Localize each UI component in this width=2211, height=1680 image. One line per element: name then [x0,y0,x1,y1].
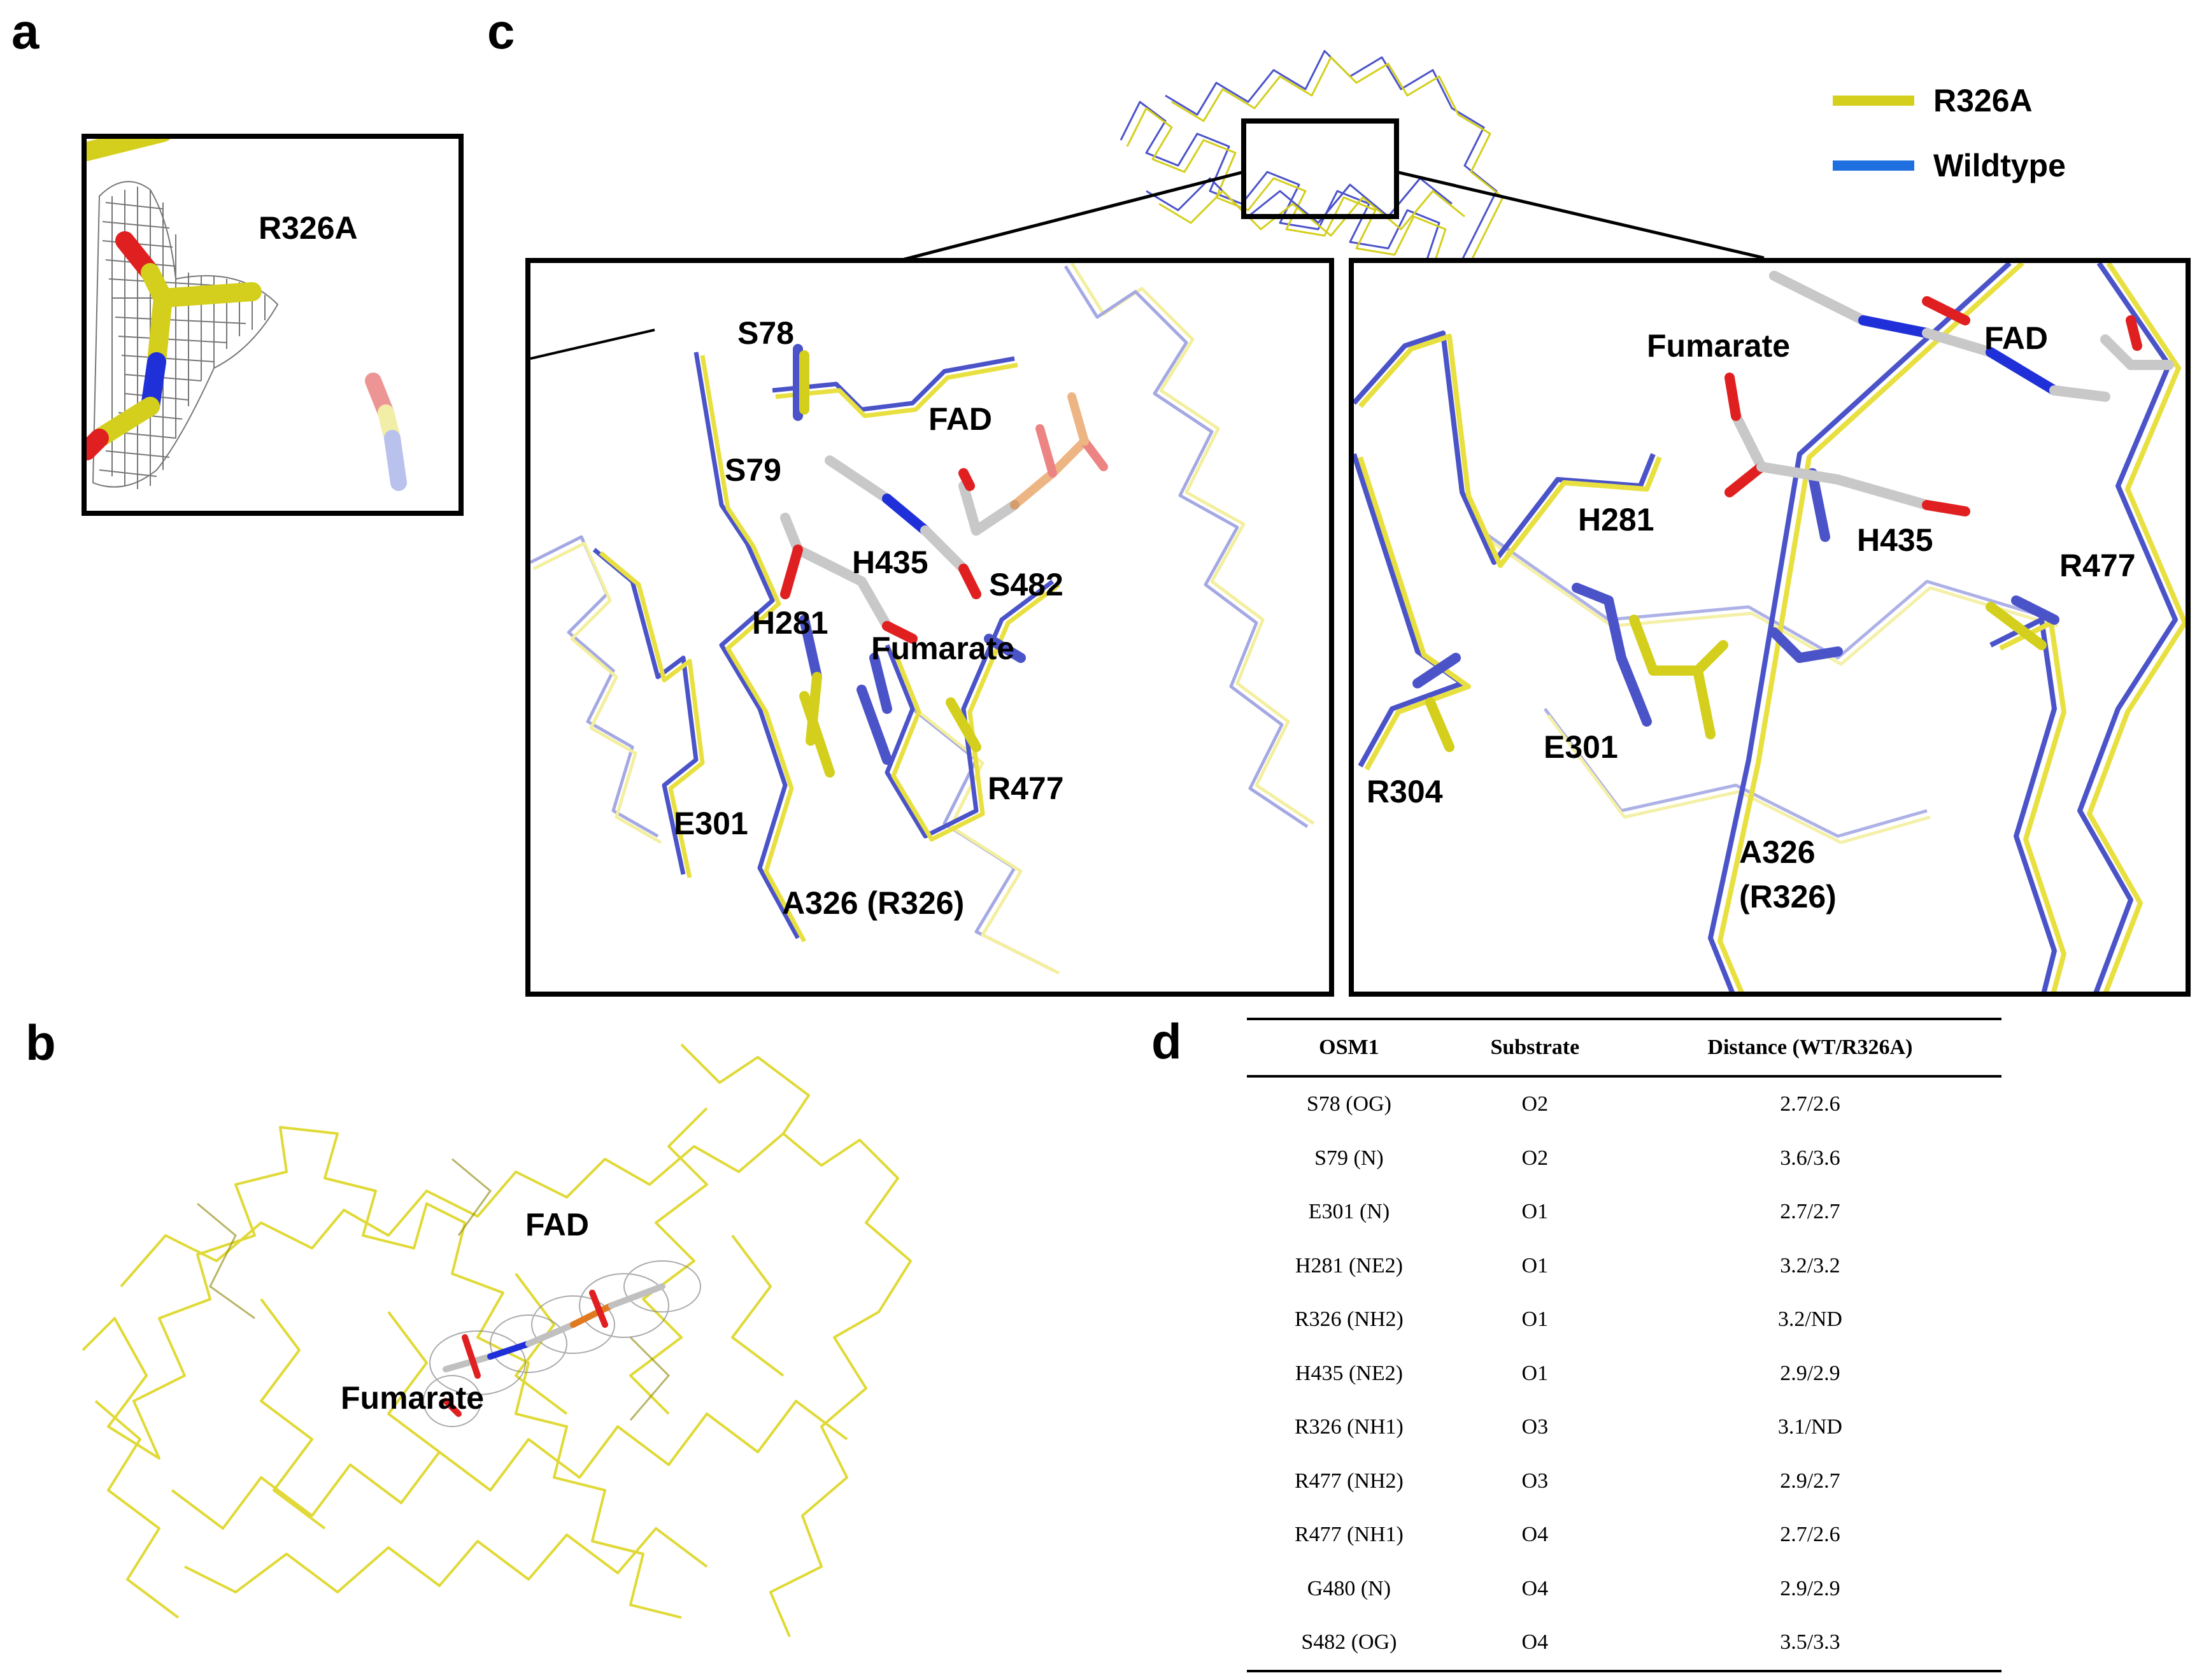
right-label-fad: FAD [1984,320,2048,356]
panel-b-backbone-trace [82,1043,912,1637]
table-cell-osm1: S482 (OG) [1247,1616,1451,1672]
table-cell-osm1: H435 (NE2) [1295,1361,1403,1385]
table-cell-distance: 2.9/2.9 [1780,1361,1840,1385]
panel-c-right-inset: Fumarate FAD H281 H435 R477 E301 R304 A3… [1349,258,2191,997]
table-row: H281 (NE2) O1 3.2/3.2 [1247,1239,2001,1293]
table-cell-substrate: O4 [1451,1616,1619,1672]
table-cell-distance: 3.6/3.6 [1780,1146,1840,1170]
right-label-fumarate: Fumarate [1647,328,1791,364]
table-cell-substrate: O1 [1521,1253,1549,1278]
zoom-box [1241,118,1399,219]
left-label-h435: H435 [852,545,928,580]
panel-a-structure-image [87,139,407,491]
table-cell-distance: 2.9/2.7 [1780,1469,1840,1493]
table-cell-substrate: O1 [1521,1307,1549,1332]
left-label-fumarate: Fumarate [871,630,1015,666]
left-label-a326: A326 (R326) [782,885,965,921]
panel-letter-b: b [25,1014,56,1071]
table-cell-distance: 3.2/3.2 [1780,1253,1840,1278]
table-cell-osm1: S78 (OG) [1306,1092,1391,1116]
table-header-substrate: Substrate [1451,1018,1619,1078]
density-mesh [92,181,279,489]
table-cell-distance: 3.1/ND [1777,1415,1842,1439]
panel-b-structure: FAD Fumarate [70,1043,930,1656]
table-cell-osm1: R326 (NH1) [1294,1415,1404,1439]
panel-b-label-fad: FAD [525,1207,589,1242]
table-cell-distance: 2.7/2.6 [1780,1523,1840,1547]
table-cell-distance: 2.9/2.9 [1780,1576,1840,1600]
table-row: G480 (N) O4 2.9/2.9 [1247,1562,2001,1616]
table-cell-distance: 2.7/2.7 [1780,1200,1840,1224]
legend-label-wildtype: Wildtype [1933,148,2066,183]
left-label-s79: S79 [725,452,781,488]
table-cell-distance: 3.2/ND [1777,1307,1842,1332]
table-row: R477 (NH2) O3 2.9/2.7 [1247,1455,2001,1509]
table-row: S78 (OG) O2 2.7/2.6 [1247,1076,2001,1132]
table-cell-substrate: O1 [1521,1361,1549,1385]
table-cell-substrate: O1 [1521,1200,1549,1224]
left-label-s482: S482 [989,567,1063,602]
left-label-h281: H281 [752,605,828,641]
right-label-h281: H281 [1578,502,1654,537]
panel-letter-d: d [1151,1013,1182,1069]
table-cell-osm1: G480 (N) [1307,1576,1391,1600]
table-row: R326 (NH2) O1 3.2/ND [1247,1293,2001,1347]
left-inset-structure [530,263,1315,975]
table-cell-substrate: O4 [1521,1576,1549,1600]
table-row: S79 (N) O2 3.6/3.6 [1247,1132,2001,1186]
panel-a-structure-box: R326A [82,134,464,516]
table-header-distance: Distance (WT/R326A) [1618,1018,2001,1078]
right-label-h435: H435 [1857,522,1933,558]
table-row: R477 (NH1) O4 2.7/2.6 [1247,1508,2001,1562]
panel-letter-c: c [487,3,515,59]
table-row: R326 (NH1) O3 3.1/ND [1247,1400,2001,1455]
legend-swatch-wildtype [1833,160,1914,171]
table-cell-substrate: O3 [1521,1469,1549,1493]
left-label-r477: R477 [988,771,1064,806]
table-cell-osm1: S79 (N) [1314,1146,1384,1170]
left-label-s78: S78 [737,315,794,351]
table-header-osm1: OSM1 [1247,1018,1451,1078]
table-cell-substrate: O3 [1521,1415,1549,1439]
table-header-row: OSM1 Substrate Distance (WT/R326A) [1247,1018,2001,1078]
table-cell-osm1: H281 (NE2) [1295,1253,1403,1278]
legend-label-r326a: R326A [1933,83,2033,118]
right-label-r304: R304 [1367,774,1443,809]
table-cell-substrate: O4 [1521,1523,1549,1547]
table-cell-substrate: O2 [1521,1146,1549,1170]
table-cell-osm1: R477 (NH1) [1294,1523,1404,1547]
panel-b-label-fumarate: Fumarate [341,1380,485,1416]
table-cell-distance: 2.7/2.6 [1780,1092,1840,1116]
left-label-e301: E301 [674,806,748,841]
right-inset-structure [1354,263,2186,992]
table-row: E301 (N) O1 2.7/2.7 [1247,1185,2001,1239]
panel-a-mutation-label: R326A [259,210,358,246]
right-label-a326-line2: (R326) [1739,879,1837,915]
distance-table: OSM1 Substrate Distance (WT/R326A) S78 (… [1247,1018,2001,1672]
table-cell-osm1: R326 (NH2) [1294,1307,1404,1332]
panel-letter-a: a [11,3,39,59]
table-cell-substrate: O2 [1521,1092,1549,1116]
table-cell-osm1: E301 (N) [1308,1200,1390,1224]
table-row: S482 (OG) O4 3.5/3.3 [1247,1616,2001,1672]
right-label-r477: R477 [2059,548,2136,583]
table-row: H435 (NE2) O1 2.9/2.9 [1247,1347,2001,1401]
right-label-a326-line1: A326 [1739,834,1816,870]
panel-c-left-inset: S78 FAD S79 H435 S482 H281 Fumarate R477… [525,258,1334,997]
left-label-fad: FAD [928,401,992,437]
table-cell-osm1: R477 (NH2) [1294,1469,1404,1493]
legend-swatch-r326a [1833,96,1914,106]
right-label-e301: E301 [1544,729,1618,765]
table-cell-distance: 3.5/3.3 [1618,1616,2001,1672]
